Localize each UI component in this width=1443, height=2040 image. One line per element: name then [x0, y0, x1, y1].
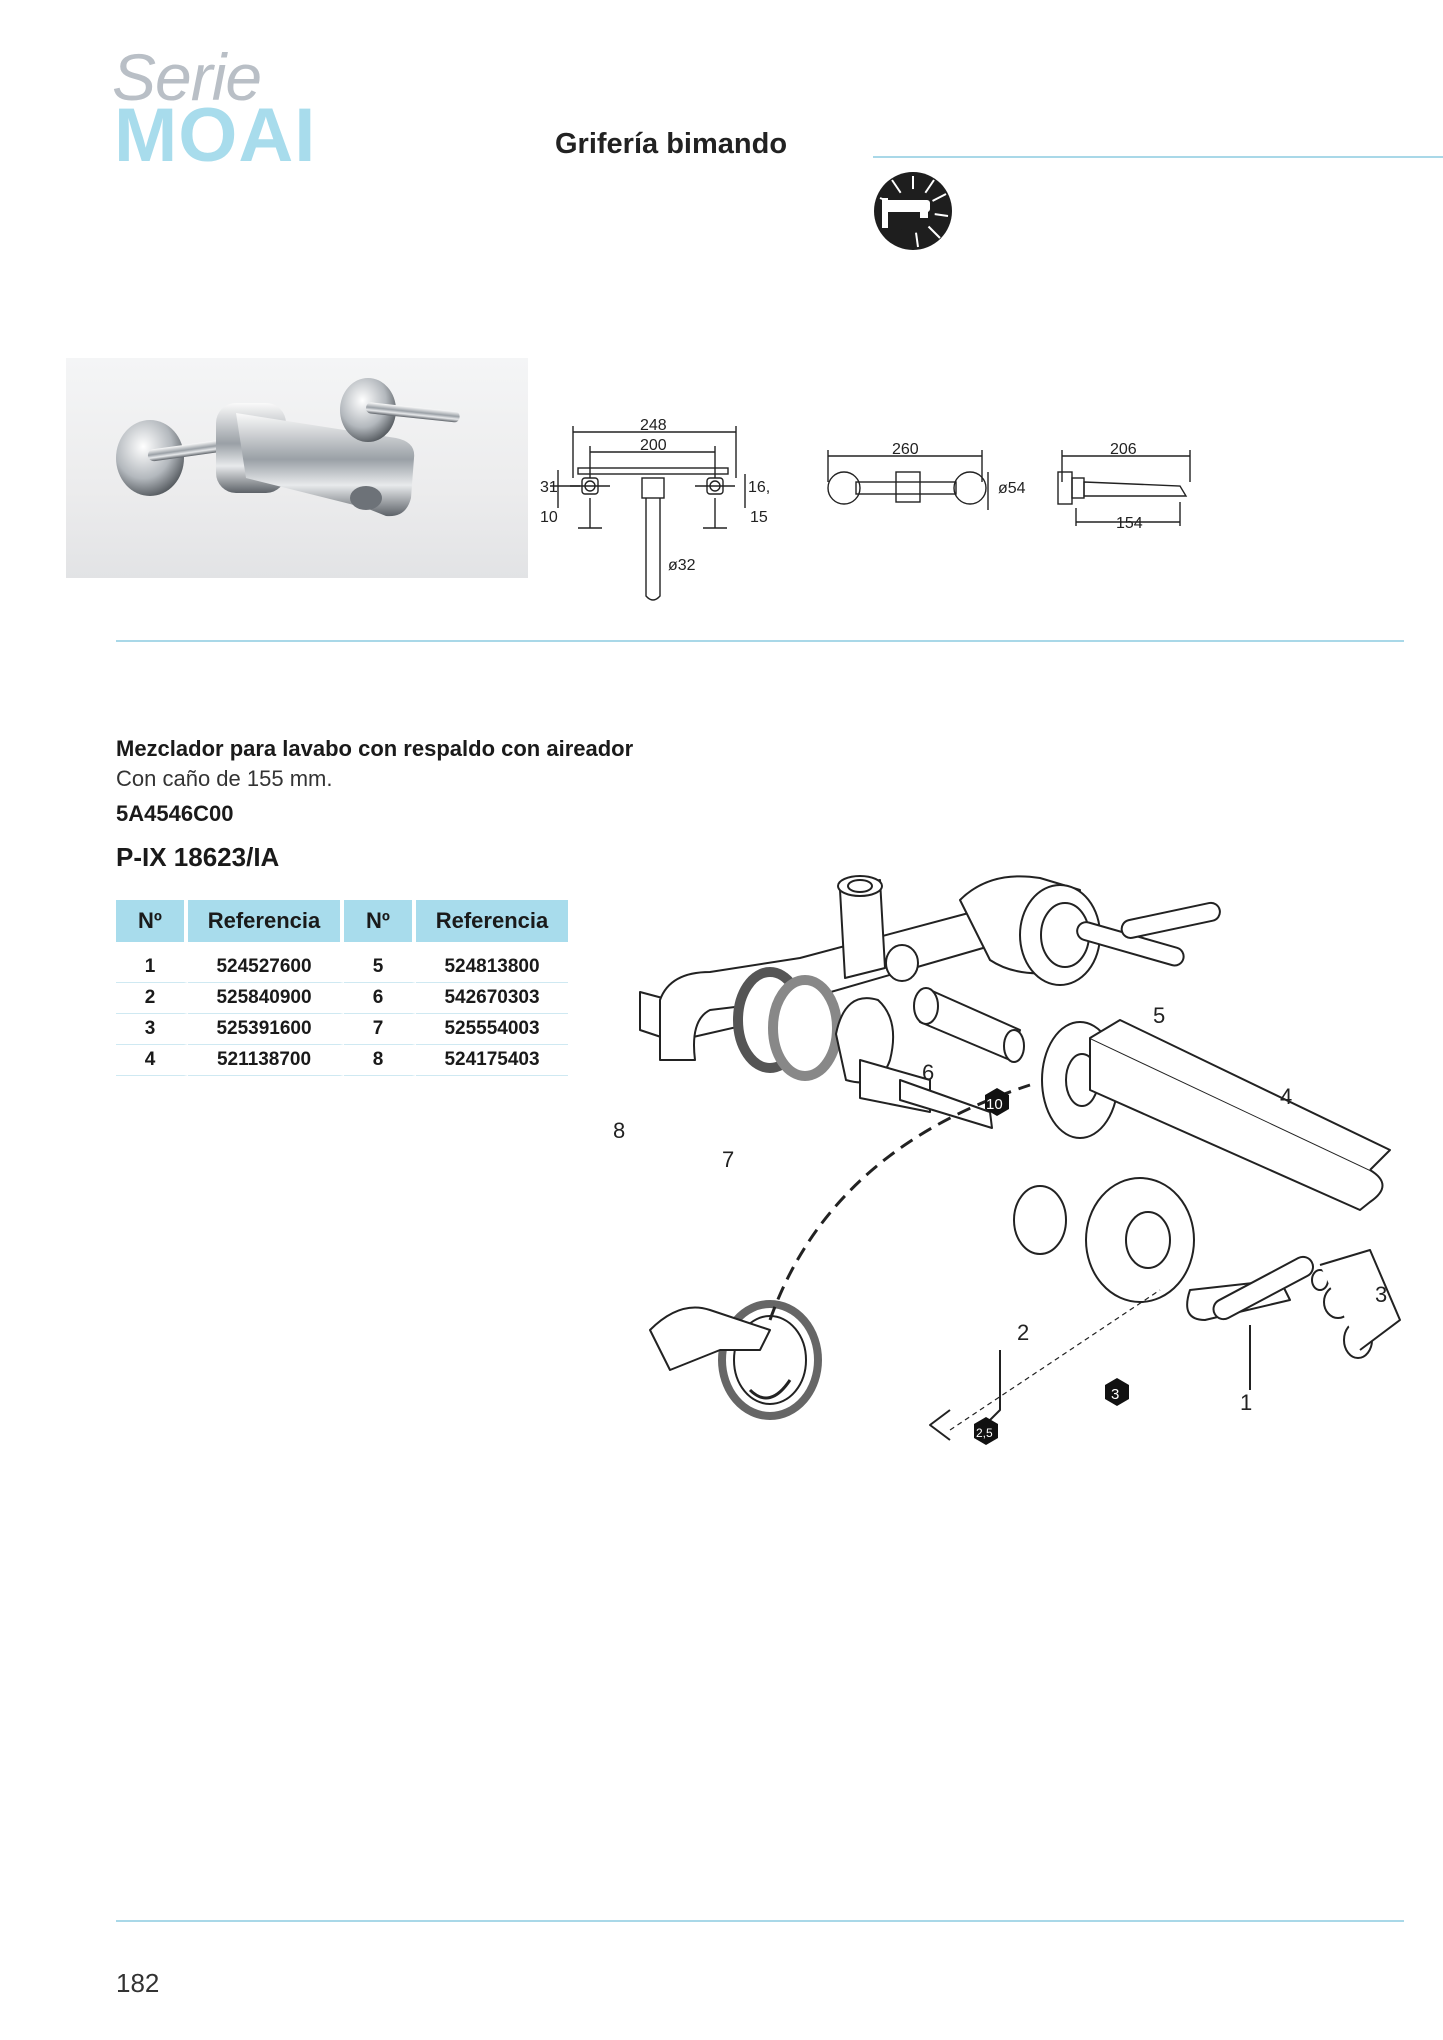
part-reference: 524175403 — [416, 1045, 568, 1076]
part-number: 1 — [116, 942, 188, 983]
callout-7: 7 — [722, 1147, 734, 1172]
brand-serie-label: Serie — [112, 40, 262, 114]
part-reference: 524527600 — [188, 942, 344, 983]
svg-text:16,5: 16,5 — [748, 479, 770, 496]
callout-3: 3 — [1375, 1282, 1387, 1307]
header-rule — [873, 156, 1443, 158]
callout-6: 6 — [922, 1060, 934, 1085]
part-number: 3 — [116, 1014, 188, 1045]
callout-8: 8 — [613, 1118, 625, 1143]
tool-size-3: 3 — [1111, 1386, 1119, 1403]
tool-size-badges: 10 3 2,5 — [974, 1088, 1129, 1445]
callout-4: 4 — [1280, 1084, 1292, 1109]
header-number-2: Nº — [344, 900, 416, 942]
part-number: 8 — [344, 1045, 416, 1076]
part-number: 6 — [344, 983, 416, 1014]
part-number: 4 — [116, 1045, 188, 1076]
callout-2: 2 — [1017, 1320, 1029, 1345]
product-photo — [66, 358, 528, 578]
part-number: 2 — [116, 983, 188, 1014]
svg-text:248: 248 — [640, 418, 667, 434]
part-reference: 525840900 — [188, 983, 344, 1014]
part-number: 7 — [344, 1014, 416, 1045]
table-row: 2 525840900 6 542670303 — [116, 983, 568, 1014]
footer-rule — [116, 1920, 1404, 1922]
table-row: 3 525391600 7 525554003 — [116, 1014, 568, 1045]
dimension-drawing-front: 248 200 31 10 16,5 15 ø32 — [540, 418, 770, 601]
svg-text:ø54: ø54 — [998, 480, 1026, 497]
svg-text:206: 206 — [1110, 442, 1137, 458]
parts-table-header: Nº Referencia Nº Referencia — [116, 900, 568, 942]
part-reference: 521138700 — [188, 1045, 344, 1076]
svg-text:10: 10 — [540, 509, 558, 526]
callout-labels: 1 2 3 4 5 6 7 8 — [613, 1003, 1387, 1415]
product-name: Mezclador para lavabo con respaldo con a… — [116, 736, 634, 761]
svg-text:ø32: ø32 — [668, 557, 696, 574]
header-reference-1: Referencia — [188, 900, 344, 942]
parts-table: Nº Referencia Nº Referencia 1 524527600 … — [116, 900, 568, 1076]
table-row: 1 524527600 5 524813800 — [116, 942, 568, 983]
callout-5: 5 — [1153, 1003, 1165, 1028]
svg-text:31: 31 — [540, 479, 558, 496]
product-code: 5A4546C00 — [116, 801, 234, 826]
certification-code: P-IX 18623/IA — [116, 842, 280, 872]
part-reference: 525554003 — [416, 1014, 568, 1045]
part-reference: 525391600 — [188, 1014, 344, 1045]
dimension-drawing-side: 206 154 — [1057, 442, 1191, 532]
dimension-drawing-top: 260 ø54 — [827, 442, 1026, 510]
callout-1: 1 — [1240, 1390, 1252, 1415]
tool-size-10: 10 — [986, 1096, 1003, 1113]
part-reference: 524813800 — [416, 942, 568, 983]
part-number: 5 — [344, 942, 416, 983]
wall-mounted-basin-mixer-icon — [874, 172, 952, 250]
tool-size-2-5: 2,5 — [976, 1426, 993, 1440]
header-reference-2: Referencia — [416, 900, 568, 942]
table-row: 4 521138700 8 524175403 — [116, 1045, 568, 1076]
svg-text:200: 200 — [640, 437, 667, 454]
exploded-view-diagram: 1 2 3 4 5 6 7 8 10 3 2,5 — [613, 875, 1401, 1445]
part-reference: 542670303 — [416, 983, 568, 1014]
brand-moai-logo: MOAI — [114, 93, 317, 178]
product-description: Con caño de 155 mm. — [116, 766, 333, 791]
svg-text:15: 15 — [750, 509, 768, 526]
header-number-1: Nº — [116, 900, 188, 942]
svg-text:154: 154 — [1116, 515, 1143, 532]
section-title: Grifería bimando — [555, 128, 788, 160]
svg-text:260: 260 — [892, 442, 919, 458]
page-number: 182 — [116, 1968, 160, 1998]
section-divider — [116, 640, 1404, 642]
